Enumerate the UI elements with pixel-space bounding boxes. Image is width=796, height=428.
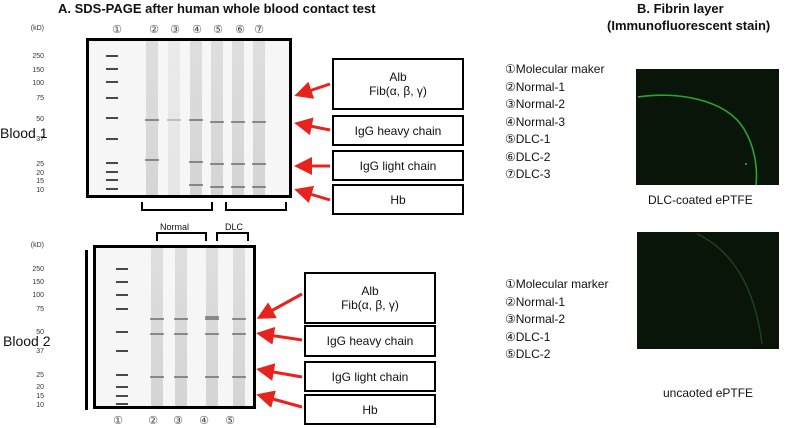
arrow [256,363,303,381]
marker-label: 25 [36,161,44,168]
blood1-label: Blood 1 [0,125,48,141]
label-box-igg-light: IgG light chain [304,361,436,392]
marker-label: 250 [32,266,44,273]
marker-label: 100 [32,292,44,299]
bracket-dlc-bottom [225,202,287,211]
lane-number: ① [112,24,122,36]
panel-b-title-line1: B. Fibrin layer [637,1,724,16]
lane-number: ④ [199,415,209,427]
lane-number: ① [113,415,123,427]
bracket-normal-bottom [141,202,213,211]
arrow [256,326,303,345]
blood2-label: Blood 2 [3,333,51,349]
marker-label: 50 [36,116,44,123]
lane-number: ⑤ [225,415,235,427]
gel-image-blood1 [86,38,292,198]
marker-label: 150 [32,279,44,286]
arrow [256,390,303,409]
lane-number: ⑤ [213,24,223,36]
label-box-alb-fib: Alb Fib(α, β, γ) [332,58,464,110]
kd-unit-2: (kD) [30,242,44,249]
label-box-hb: Hb [304,394,436,425]
marker-label: 37 [36,348,44,355]
bracket-normal-top [156,232,207,241]
marker-label: 15 [36,393,44,400]
label-box-alb-fib: Alb Fib(α, β, γ) [304,272,436,324]
marker-label: 150 [32,67,44,74]
lane-legend-blood1: ①Molecular maker ②Normal-1 ③Normal-2 ④No… [505,62,605,181]
fluor-image-dlc-coated [636,69,779,186]
kd-unit-1: (kD) [30,25,44,32]
lane-number: ⑦ [254,24,264,36]
label-box-igg-light: IgG light chain [332,150,464,181]
panel-b-title-line2: (Immunofluorescent stain) [607,18,771,33]
arrow [294,185,331,204]
caption-dlc-coated: DLC-coated ePTFE [648,193,753,207]
marker-label: 20 [36,170,44,177]
marker-label: 10 [36,187,44,194]
marker-label: 50 [36,329,44,336]
label-box-hb: Hb [332,184,464,215]
lane-number: ② [149,24,159,36]
gel-image-blood2 [93,245,256,409]
arrow [294,117,331,136]
marker-label: 10 [36,402,44,409]
arrow [256,292,303,319]
arrow [294,81,331,99]
lane-number: ③ [170,24,180,36]
bracket-dlc-top [216,232,249,241]
marker-label: 15 [36,178,44,185]
label-box-igg-heavy: IgG heavy chain [304,325,436,357]
caption-uncoated: uncaoted ePTFE [663,386,754,400]
marker-label: 75 [36,306,44,313]
group-label-normal: Normal [160,222,190,232]
marker-label: 25 [36,372,44,379]
panel-a-title: A. SDS-PAGE after human whole blood cont… [58,1,376,16]
lane-number: ④ [192,24,202,36]
gel2-left-bar [85,250,88,410]
lane-number: ③ [173,415,183,427]
label-box-igg-heavy: IgG heavy chain [332,115,464,146]
marker-label: 37 [36,136,44,143]
marker-label: 250 [32,53,44,60]
marker-label: 75 [36,95,44,102]
lane-legend-blood2: ①Molecular marker ②Normal-1 ③Normal-2 ④D… [505,277,609,361]
fluor-image-uncoated [637,232,779,349]
lane-number: ⑥ [235,24,245,36]
marker-label: 20 [36,384,44,391]
marker-label: 100 [32,80,44,87]
lane-number: ② [148,415,158,427]
group-label-dlc: DLC [225,222,244,232]
